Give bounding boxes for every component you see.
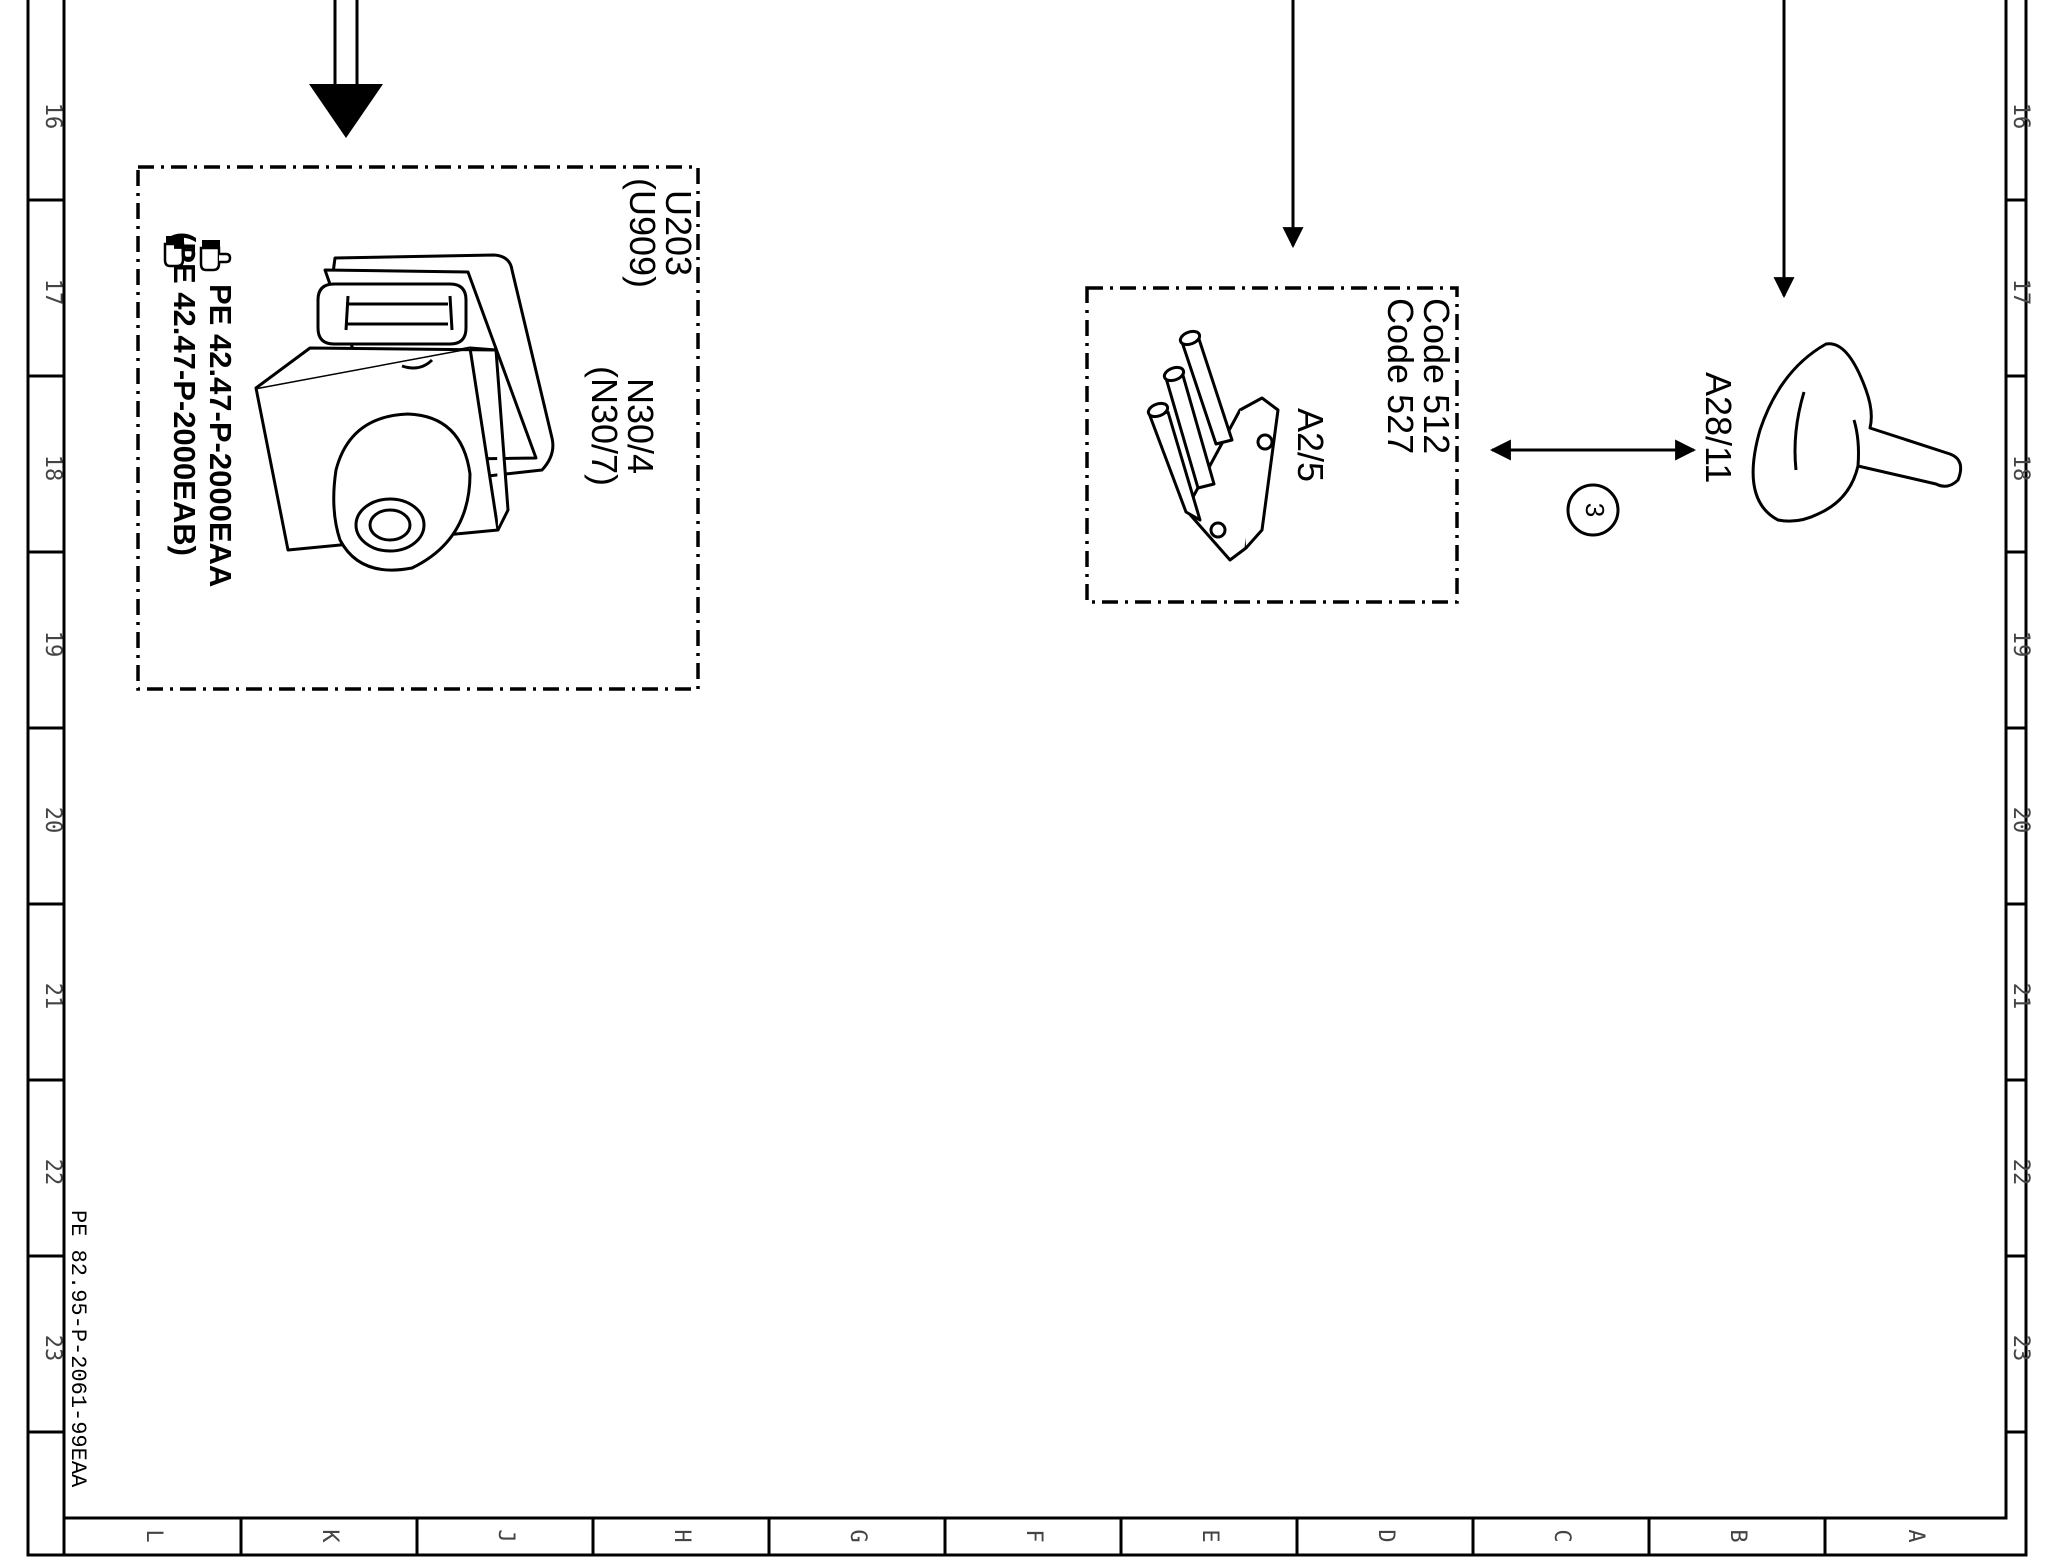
- abs-unit-id: N30/4: [620, 378, 661, 474]
- row-label: 22: [2008, 1159, 2033, 1186]
- sensor-box: [1085, 286, 1459, 604]
- abs-unit-group: U203 (U909) N30/4 (N30/7) PE 42.47-P-200…: [136, 0, 700, 691]
- abs-unit-reference-alt: (PE 42.47-P-2000EAB): [167, 232, 202, 556]
- sensor-code-512: Code 512: [1416, 298, 1457, 454]
- row-labels-right: 16 17 18 19 20 21 22 23: [2008, 103, 2033, 1362]
- document-reference: PE 82.95-P-2061-99EAA: [65, 1210, 90, 1488]
- row-label: 21: [40, 983, 65, 1010]
- column-label: C: [1549, 1529, 1574, 1542]
- row-label: 23: [2008, 1335, 2033, 1362]
- row-ruler: [28, 198, 2026, 1434]
- row-label: 21: [2008, 983, 2033, 1010]
- abs-unit-reference: PE 42.47-P-2000EAA: [203, 284, 238, 587]
- column-label: F: [1021, 1529, 1046, 1542]
- column-label: H: [669, 1529, 694, 1542]
- bidirectional-link: 3: [1489, 439, 1697, 537]
- row-label: 18: [40, 455, 65, 482]
- hand-pointer-icon: [199, 240, 232, 272]
- row-label: 18: [2008, 455, 2033, 482]
- column-label: J: [493, 1529, 518, 1542]
- row-label: 20: [2008, 807, 2033, 834]
- antenna-group: A28/11: [1698, 0, 1963, 523]
- column-labels: L K J H G F E D C B A: [141, 1529, 1928, 1543]
- abs-unit-id-alt: (N30/7): [584, 366, 625, 486]
- row-label: 23: [40, 1335, 65, 1362]
- abs-unit-box: [136, 165, 700, 691]
- row-label: 17: [2008, 279, 2033, 306]
- column-label: A: [1903, 1529, 1928, 1542]
- sensor-group: Code 512 Code 527 A2/5: [1085, 0, 1459, 604]
- antenna-id: A28/11: [1698, 372, 1739, 483]
- abs-unit-code: U203: [658, 190, 699, 276]
- row-label: 20: [40, 807, 65, 834]
- row-label: 19: [40, 631, 65, 658]
- double-line-arrow: [309, 0, 383, 138]
- hand-pointer-icon: [163, 236, 196, 268]
- connector-marker-circle: [1566, 483, 1620, 537]
- connector-illustration: [1146, 329, 1280, 562]
- abs-unit-code-alt: (U909): [622, 178, 663, 288]
- column-label: D: [1373, 1529, 1398, 1542]
- column-ruler: [239, 1518, 1827, 1555]
- connector-marker: 3: [1580, 503, 1610, 517]
- row-label: 17: [40, 279, 65, 306]
- row-labels-left: 16 17 18 19 20 21 22 23: [40, 103, 65, 1362]
- row-label: 16: [2008, 103, 2033, 130]
- column-label: G: [845, 1529, 870, 1542]
- sheet-frame: [26, 0, 2028, 1557]
- column-label: K: [317, 1529, 342, 1543]
- column-label: L: [141, 1529, 166, 1542]
- sensor-code-527: Code 527: [1380, 298, 1421, 454]
- column-label: E: [1197, 1529, 1222, 1542]
- column-label: B: [1725, 1529, 1750, 1542]
- row-label: 22: [40, 1159, 65, 1186]
- sensor-id: A2/5: [1290, 408, 1331, 482]
- antenna-illustration: [1751, 342, 1963, 523]
- abs-hydraulic-unit-illustration: [254, 253, 555, 572]
- row-label: 19: [2008, 631, 2033, 658]
- row-label: 16: [40, 103, 65, 130]
